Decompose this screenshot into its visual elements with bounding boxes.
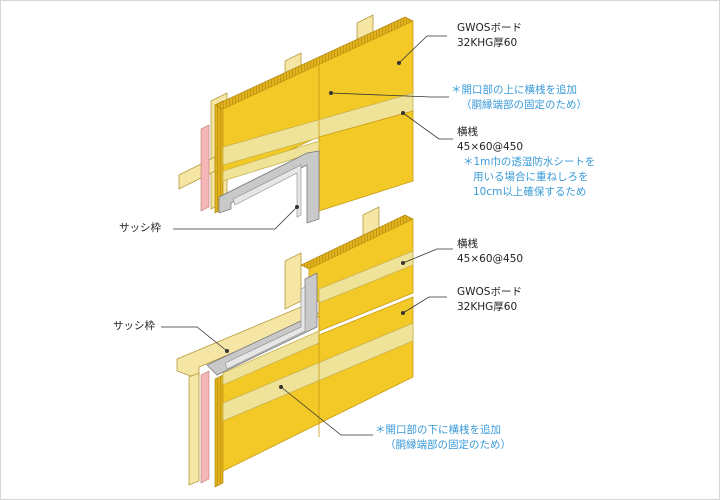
- bottom-board-name: GWOSボード: [457, 286, 522, 298]
- leader-bottom-sash: [161, 326, 228, 352]
- leader-bottom-note-lower: [280, 386, 373, 436]
- top-board-spec: 32KHG厚60: [457, 37, 518, 49]
- top-plate: [178, 156, 216, 190]
- bottom-note-lower: ＊開口部の下に横桟を追加 （胴縁端部の固定のため）: [375, 423, 511, 453]
- top-note-upper: ＊開口部の上に横桟を追加 （胴縁端部の固定のため）: [451, 83, 587, 113]
- bottom-stud-3: [188, 372, 200, 486]
- top-note-seam-line2: 用いる場合に重ねしろを: [473, 171, 589, 183]
- leader-bottom-board: [402, 296, 447, 314]
- top-membrane: [200, 124, 210, 212]
- top-sash-label: サッシ枠: [119, 222, 161, 234]
- bottom-board-label: GWOSボード 32KHG厚60: [457, 285, 522, 315]
- leader-lines: [161, 35, 453, 436]
- bottom-board-edge: [214, 374, 224, 488]
- bottom-batten-name: 横桟: [457, 238, 478, 250]
- top-board-label: GWOSボード 32KHG厚60: [457, 21, 522, 51]
- top-note-seam-line1: ＊1m巾の透湿防水シートを: [463, 156, 596, 168]
- bottom-batten-lower: [222, 322, 414, 422]
- bottom-batten-label: 横桟 45×60@450: [457, 237, 523, 267]
- leader-top-sash: [173, 206, 298, 230]
- bottom-assembly: [176, 206, 414, 488]
- bottom-batten-spec: 45×60@450: [457, 253, 524, 265]
- top-note-upper-line2: （胴縁端部の固定のため）: [461, 99, 587, 111]
- leader-bottom-batten: [402, 248, 453, 264]
- bottom-board-spec: 32KHG厚60: [457, 301, 518, 313]
- bottom-batten-top: [318, 250, 414, 304]
- top-note-seam: ＊1m巾の透湿防水シートを 用いる場合に重ねしろを 10cm以上確保するため: [463, 155, 595, 200]
- bottom-sash-inner: [224, 286, 306, 370]
- bottom-sash-label: サッシ枠: [113, 320, 155, 332]
- top-board-name: GWOSボード: [457, 22, 522, 34]
- top-batten-name: 横桟: [457, 126, 478, 138]
- top-note-upper-line1: ＊開口部の上に横桟を追加: [451, 84, 577, 96]
- bottom-stud-2: [284, 252, 302, 310]
- leader-top-board: [398, 35, 447, 64]
- top-sash-inner: [232, 164, 302, 218]
- top-batten-spec: 45×60@450: [457, 141, 524, 153]
- bottom-note-lower-line1: ＊開口部の下に横桟を追加: [375, 424, 501, 436]
- top-assembly: [178, 14, 414, 224]
- leader-top-batten: [402, 112, 453, 140]
- leader-top-note-upper: [330, 92, 449, 98]
- bottom-note-lower-line2: （胴縁端部の固定のため）: [385, 439, 511, 451]
- top-note-seam-line3: 10cm以上確保するため: [473, 186, 587, 198]
- top-batten-label: 横桟 45×60@450: [457, 125, 523, 155]
- bottom-membrane: [200, 370, 210, 484]
